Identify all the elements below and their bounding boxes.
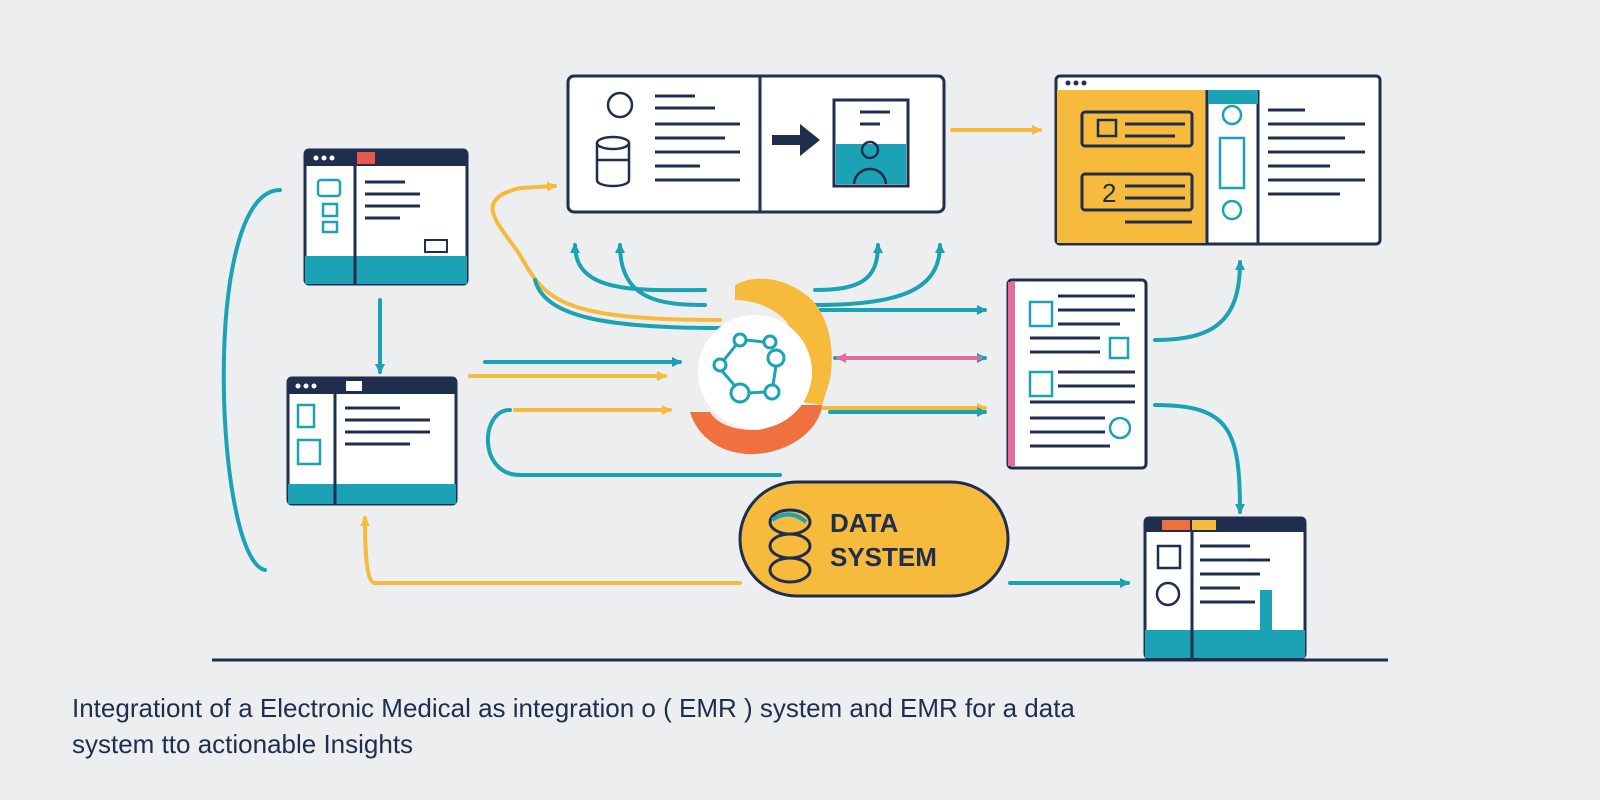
- bucket-icon: [1096, 118, 1118, 138]
- return-connector: [360, 516, 742, 585]
- doc-to-panel-connector: [1153, 260, 1245, 342]
- emr-window-top-left: [303, 148, 469, 286]
- stethoscope-icon: [606, 91, 634, 119]
- integration-hub: [690, 278, 832, 455]
- device-icon: [316, 178, 342, 234]
- doc-to-bottom-connector: [1153, 403, 1245, 514]
- s-curve-connector: [490, 181, 722, 322]
- emr-panel-top-center: [566, 74, 946, 214]
- data-system-badge: DATA SYSTEM: [738, 480, 1010, 598]
- caption-line-2: system tto actionable Insights: [72, 729, 414, 759]
- up-arrow-2: [615, 243, 707, 307]
- clinician-card: [832, 98, 910, 188]
- diagram-caption: Integrationt of a Electronic Medical as …: [72, 690, 1492, 762]
- hub-core: [698, 315, 812, 429]
- emr-window-bottom-right: [1143, 516, 1307, 660]
- data-system-line2: SYSTEM: [830, 542, 937, 572]
- connectors: [221, 125, 1245, 588]
- up-arrow-3: [813, 243, 883, 292]
- up-arrow-4: [813, 243, 945, 307]
- emr-panel-right: 2: [1054, 74, 1382, 246]
- database-icon: [595, 135, 631, 188]
- data-system-line1: DATA: [830, 508, 899, 538]
- clinician-icon: [852, 140, 888, 185]
- workflow-network-icon: [712, 332, 786, 404]
- caption-line-1: Integrationt of a Electronic Medical as …: [72, 693, 1075, 723]
- record-number: 2: [1102, 178, 1116, 208]
- arrow-right-icon: [772, 124, 820, 156]
- hub-input-3: [486, 408, 782, 477]
- document-right: [1006, 278, 1148, 470]
- teal-sweep-connector: [533, 278, 722, 330]
- emr-window-mid-left: [286, 376, 458, 506]
- document-icon: [1028, 300, 1132, 440]
- up-arrow-1: [570, 243, 707, 293]
- left-loop-connector: [221, 188, 282, 572]
- emr-integration-diagram: 2: [212, 74, 1388, 662]
